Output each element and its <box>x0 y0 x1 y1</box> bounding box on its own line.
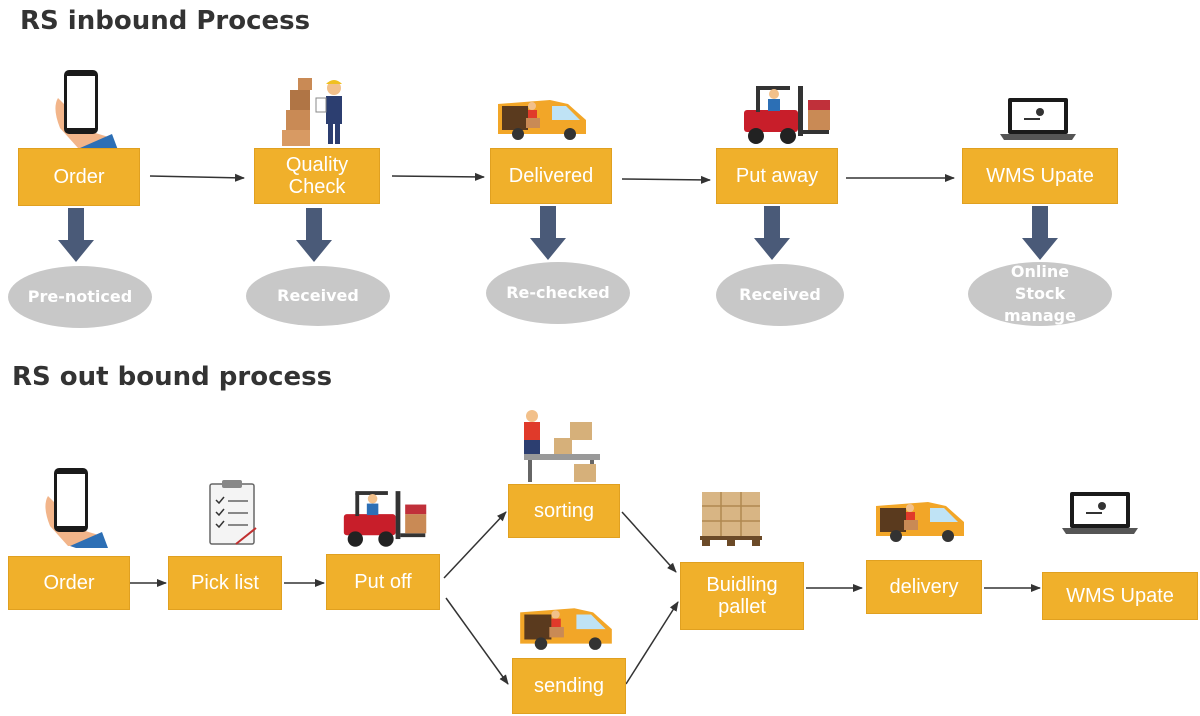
outbound-step-pick-list: Pick list <box>168 556 282 610</box>
inbound-step-put-away: Put away <box>716 148 838 204</box>
conveyor-worker-icon <box>524 410 600 482</box>
phone-icon <box>45 468 108 548</box>
arrow-putoff-to-sorting <box>443 511 507 579</box>
outbound-step-sorting: sorting <box>508 484 620 538</box>
inbound-step-wms-upate: WMS Upate <box>962 148 1118 204</box>
outbound-step-put-off: Put off <box>326 554 440 610</box>
van-icon <box>520 608 612 650</box>
van-icon <box>498 100 586 140</box>
arrow-sending-to-pallet <box>625 601 679 685</box>
inbound-step-order: Order <box>18 148 140 206</box>
forklift-icon <box>343 491 427 547</box>
status-online-stock-manage: Online Stock manage <box>968 262 1112 326</box>
down-arrow-2 <box>296 208 332 262</box>
worker-boxes-icon <box>282 78 342 146</box>
status-received-2: Received <box>716 264 844 326</box>
phone-icon <box>55 70 118 150</box>
arrow-putoff-to-sending <box>445 597 509 685</box>
down-arrows <box>58 206 1058 262</box>
laptop-icon <box>1000 98 1076 140</box>
pallet-icon <box>700 492 762 546</box>
status-received-1: Received <box>246 266 390 326</box>
inbound-title: RS inbound Process <box>20 6 311 36</box>
status-re-checked: Re-checked <box>486 262 630 324</box>
outbound-step-sending: sending <box>512 658 626 714</box>
arrow-sorting-to-pallet <box>621 511 677 573</box>
laptop-icon <box>1062 492 1138 534</box>
outbound-step-building-pallet: Buidling pallet <box>680 562 804 630</box>
outbound-step-delivery: delivery <box>866 560 982 614</box>
arrow-quality-to-delivered <box>391 172 485 181</box>
van-icon <box>876 502 964 542</box>
arrow-order-to-quality <box>149 173 245 182</box>
arrow-delivered-to-putaway <box>621 175 711 184</box>
outbound-step-wms-upate: WMS Upate <box>1042 572 1198 620</box>
inbound-step-quality-check: Quality Check <box>254 148 380 204</box>
status-pre-noticed: Pre-noticed <box>8 266 152 328</box>
outbound-step-order: Order <box>8 556 130 610</box>
clipboard-icon <box>209 480 257 545</box>
inbound-step-delivered: Delivered <box>490 148 612 204</box>
down-arrow-5 <box>1022 206 1058 260</box>
down-arrow-4 <box>754 206 790 260</box>
down-arrow-1 <box>58 208 94 262</box>
forklift-icon <box>744 86 830 144</box>
outbound-title: RS out bound process <box>12 362 333 392</box>
down-arrow-3 <box>530 206 566 260</box>
